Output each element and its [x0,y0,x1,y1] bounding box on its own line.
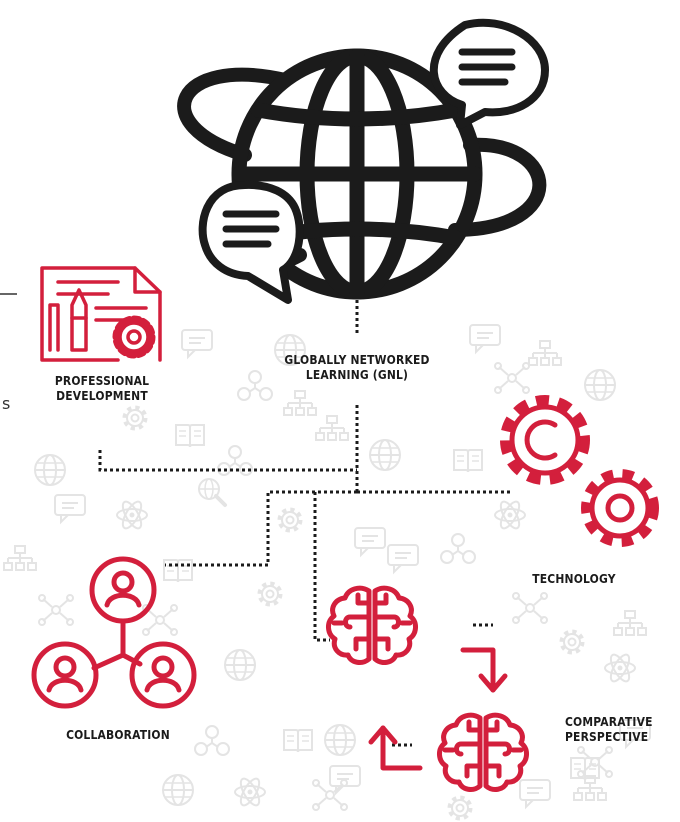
comparative-perspective-label: COMPARATIVE PERSPECTIVE [565,714,653,744]
dotted-connectors [98,300,512,747]
professional-development-label: PROFESSIONAL DEVELOPMENT [49,373,156,403]
connector-professional-development [98,450,357,472]
chat-bubble-icon [429,18,549,129]
cut-off-text: s [2,394,11,413]
cycle-arrow-icon [368,647,508,771]
chat-bubble-icon [198,180,304,304]
brain-icon [328,588,415,662]
gears-icon [500,395,659,547]
connector-collaboration [165,490,357,567]
connector-comparative-perspective [313,492,330,642]
brain-icon [439,715,526,789]
professional-development-line2: DEVELOPMENT [56,388,148,403]
comparative-perspective-line1: COMPARATIVE [565,714,653,729]
people-network-icon [31,556,197,709]
gnl-label-line1: GLOBALLY NETWORKED [284,352,430,367]
gnl-label: GLOBALLY NETWORKED LEARNING (GNL) [271,352,443,382]
document-gear-icon [40,266,162,362]
gnl-label-line2: LEARNING (GNL) [305,367,409,382]
professional-development-line1: PROFESSIONAL [54,373,150,388]
collaboration-label: COLLABORATION [66,727,170,742]
comparative-perspective-line2: PERSPECTIVE [565,729,649,744]
technology-label: TECHNOLOGY [532,571,616,586]
